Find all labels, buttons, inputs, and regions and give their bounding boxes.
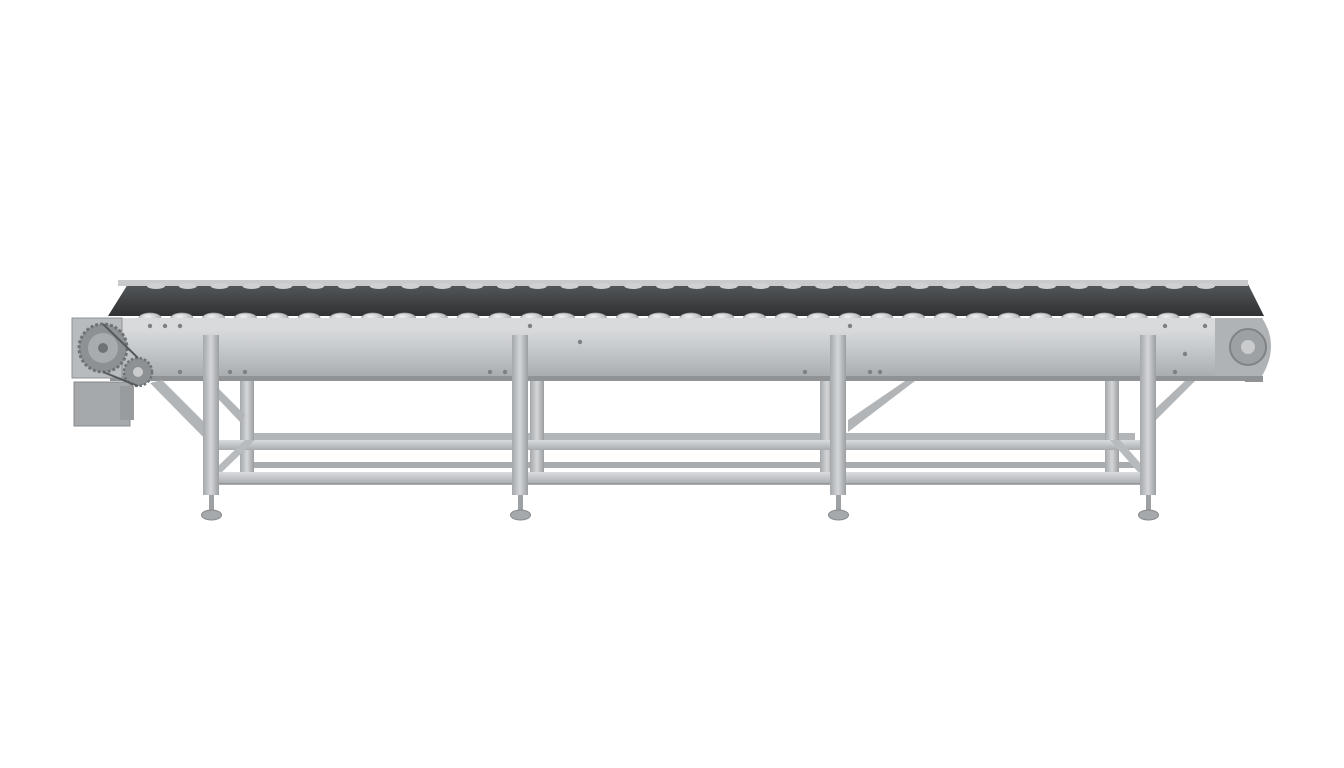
roller-back-end <box>337 283 356 289</box>
roller-back-end <box>465 283 484 289</box>
roller-back-end <box>242 283 261 289</box>
front-leg-2 <box>510 335 531 521</box>
roller-back-end <box>847 283 865 289</box>
roller-back-end <box>210 283 229 289</box>
frame-bolts <box>147 323 1208 375</box>
front-legs <box>201 335 1159 521</box>
bolt <box>177 369 183 375</box>
bolt <box>177 323 183 329</box>
roller-back-end <box>687 283 706 289</box>
front-leg-4 <box>1138 335 1159 521</box>
roller-back-end <box>306 283 325 289</box>
belt-surface <box>108 280 1264 316</box>
bolt <box>487 369 493 375</box>
bolt <box>1162 323 1168 329</box>
bolt <box>1202 323 1208 329</box>
front-lower-frame <box>212 440 1148 485</box>
front-leg-3 <box>828 335 849 521</box>
drive-unit <box>71 317 154 427</box>
roller-back-end <box>1101 283 1120 289</box>
roller-back-end <box>974 283 993 289</box>
roller-back-end <box>1133 283 1152 289</box>
roller-back-end <box>560 283 579 289</box>
front-leg-1 <box>201 335 222 521</box>
roller-back-end <box>178 283 197 289</box>
bolt <box>1172 369 1178 375</box>
roller-back-end <box>1006 283 1025 289</box>
bolt <box>1182 351 1188 357</box>
roller-back-end <box>433 283 452 289</box>
roller-back-end <box>1069 283 1088 289</box>
roller-back-end <box>656 283 675 289</box>
bolt <box>147 323 153 329</box>
roller-back-end <box>147 283 165 289</box>
roller-back-end <box>942 283 961 289</box>
roller-back-end <box>528 283 547 289</box>
side-frame <box>110 318 1271 382</box>
bolt <box>242 369 248 375</box>
roller-back-end <box>624 283 643 289</box>
bolt <box>877 369 883 375</box>
roller-back-end <box>592 283 611 289</box>
roller-back-end <box>1165 283 1184 289</box>
bolt <box>847 323 853 329</box>
bolt <box>227 369 233 375</box>
bolt <box>527 323 533 329</box>
roller-back-end <box>783 283 802 289</box>
roller-back-end <box>369 283 388 289</box>
roller-back-end <box>910 283 929 289</box>
bolt <box>577 339 583 345</box>
bolt <box>802 369 808 375</box>
roller-back-end <box>719 283 738 289</box>
motor-sprocket-icon <box>122 356 154 388</box>
roller-back-end <box>497 283 515 289</box>
roller-back-end <box>1197 283 1215 289</box>
roller-back-end <box>878 283 897 289</box>
bolt <box>502 369 508 375</box>
roller-back-end <box>751 283 770 289</box>
roller-back-end <box>274 283 293 289</box>
drive-gear-icon <box>77 322 129 374</box>
roller-back-end <box>815 283 834 289</box>
rear-legs <box>240 378 1119 472</box>
roller-back-end <box>1037 283 1056 289</box>
roller-back-end <box>401 283 420 289</box>
rear-lower-frame <box>245 433 1135 468</box>
bolt <box>162 323 168 329</box>
bolt <box>867 369 873 375</box>
